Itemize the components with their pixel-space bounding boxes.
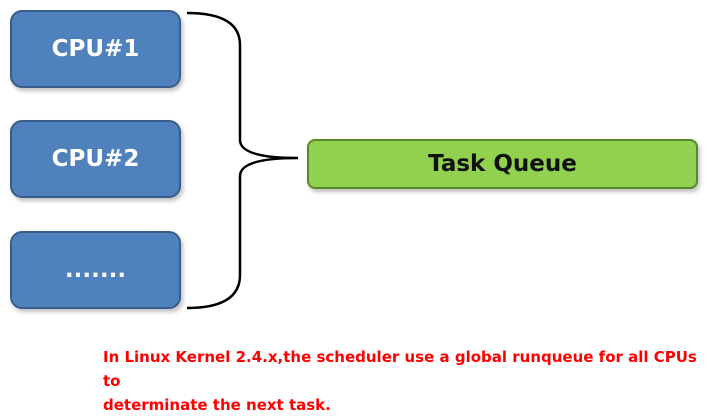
cpu-1-box: CPU#1 (10, 10, 181, 88)
note-line-1: In Linux Kernel 2.4.x,the scheduler use … (103, 348, 697, 390)
task-queue-label: Task Queue (428, 151, 577, 177)
cpu-more-box: ....... (10, 231, 181, 309)
brace-path (186, 11, 299, 310)
task-queue-box: Task Queue (307, 139, 698, 189)
cpu-2-box: CPU#2 (10, 120, 181, 198)
cpu-1-label: CPU#1 (51, 36, 140, 62)
curly-brace-connector (186, 11, 299, 310)
scheduler-note: In Linux Kernel 2.4.x,the scheduler use … (103, 345, 703, 417)
cpu-2-label: CPU#2 (51, 146, 140, 172)
note-line-2: determinate the next task. (103, 396, 331, 414)
cpu-more-label: ....... (64, 257, 127, 283)
